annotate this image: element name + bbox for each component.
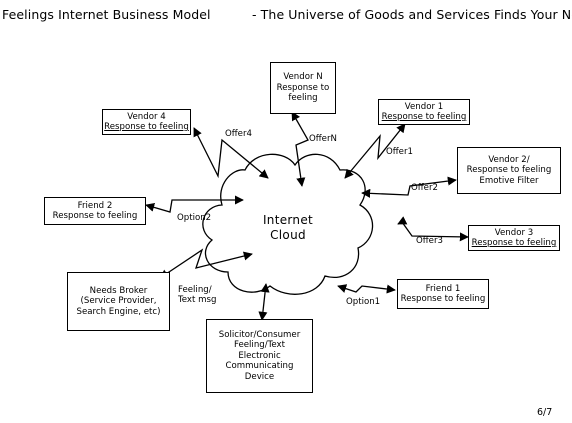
- link-vendor4: [193, 127, 269, 179]
- page-number: 6/7: [537, 407, 553, 418]
- link-needs-broker: [159, 248, 253, 279]
- link-vendor3: [397, 216, 469, 242]
- label-option1: Option1: [346, 297, 381, 307]
- label-feeling-text-msg: Feeling/Text msg: [178, 285, 217, 305]
- page-subtitle: - The Universe of Goods and Services Fin…: [252, 7, 572, 22]
- page-title: Feelings Internet Business Model: [2, 7, 211, 22]
- label-offer1: Offer1: [386, 147, 413, 157]
- node-needs-broker: Needs Broker(Service Provider,Search Eng…: [67, 272, 170, 331]
- label-offer2: Offer2: [411, 183, 438, 193]
- link-vendor2: [361, 176, 457, 198]
- link-solicitor: [258, 283, 270, 321]
- link-friend2: [145, 195, 244, 213]
- label-offer-n: OfferN: [309, 134, 337, 144]
- link-vendor-n: [291, 111, 309, 187]
- label-option2: Option2: [177, 213, 212, 223]
- link-friend1: [337, 284, 396, 294]
- label-offer4: Offer4: [225, 129, 252, 139]
- link-vendor1: [344, 123, 406, 179]
- label-offer3: Offer3: [416, 236, 443, 246]
